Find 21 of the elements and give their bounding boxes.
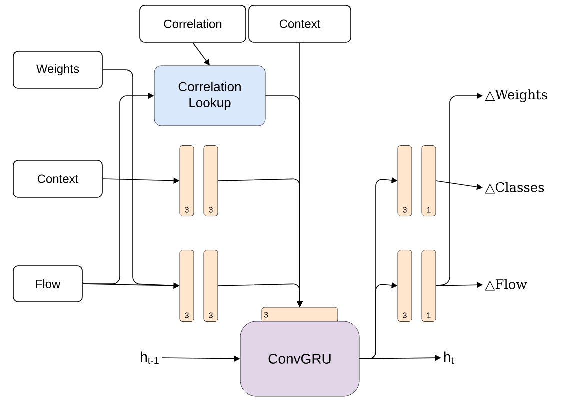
- layer-bar: 3: [204, 146, 218, 216]
- layer-bar: 3: [398, 146, 412, 216]
- input-box: Correlation: [140, 5, 246, 43]
- state-label: h$_{t-1}$: [141, 352, 159, 364]
- state-label: h$_{t}$: [444, 352, 454, 364]
- layer-bar: 3: [262, 307, 338, 323]
- layer-bar: 3: [398, 250, 412, 322]
- layer-bar: 3: [180, 250, 194, 322]
- convgru-box: ConvGRU: [240, 321, 360, 397]
- input-box: Flow: [13, 266, 83, 302]
- input-box: Context: [13, 160, 103, 198]
- layer-bar: 1: [422, 250, 436, 322]
- lookup-box: Correlation Lookup: [154, 66, 266, 126]
- output-label: △Flow: [485, 279, 528, 291]
- output-label: △Classes: [485, 182, 544, 194]
- output-label: △Weights: [485, 90, 548, 102]
- input-box: Context: [248, 5, 352, 43]
- layer-bar: 3: [204, 250, 218, 322]
- input-box: Weights: [13, 51, 103, 89]
- layer-bar: 1: [422, 146, 436, 216]
- layer-bar: 3: [180, 146, 194, 216]
